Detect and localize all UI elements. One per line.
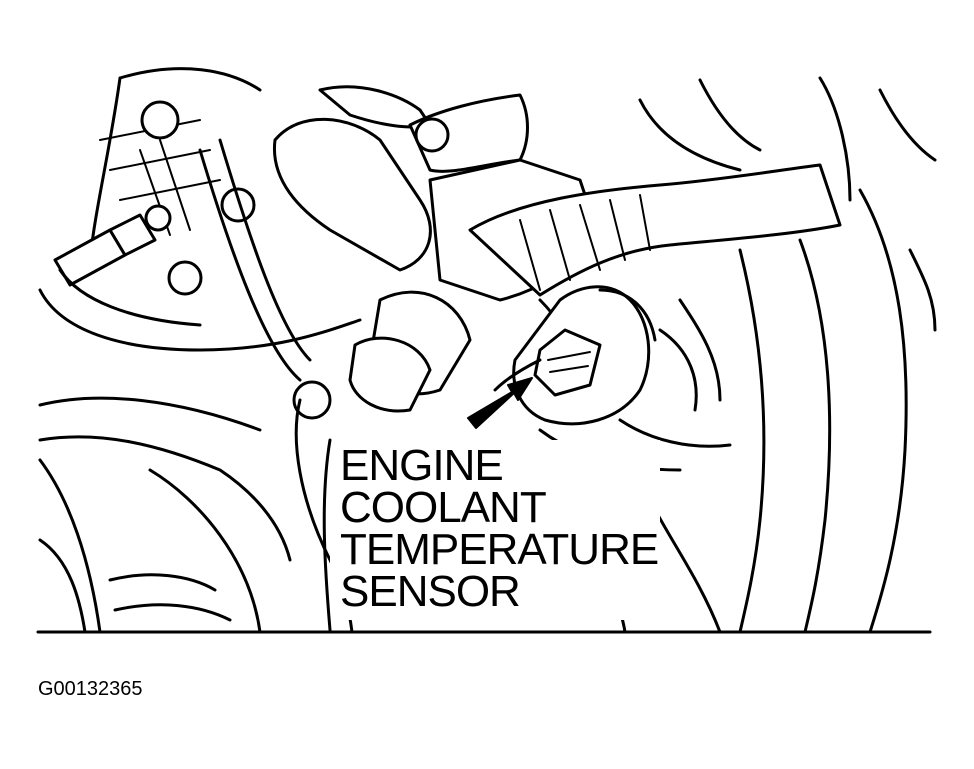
coolant-temperature-sensor-icon [493, 285, 657, 426]
callout-line-2: COOLANT [340, 483, 547, 532]
figure-id: G00132365 [38, 678, 143, 700]
component-label: ENGINE COOLANT TEMPERATURE SENSOR [340, 441, 659, 616]
callout-line-3: TEMPERATURE [340, 525, 659, 574]
arrow-icon [467, 377, 533, 429]
engine-block-left [38, 67, 362, 634]
callout-line-1: ENGINE [340, 441, 504, 490]
callout-line-4: SENSOR [340, 567, 521, 616]
hoses [272, 85, 842, 634]
